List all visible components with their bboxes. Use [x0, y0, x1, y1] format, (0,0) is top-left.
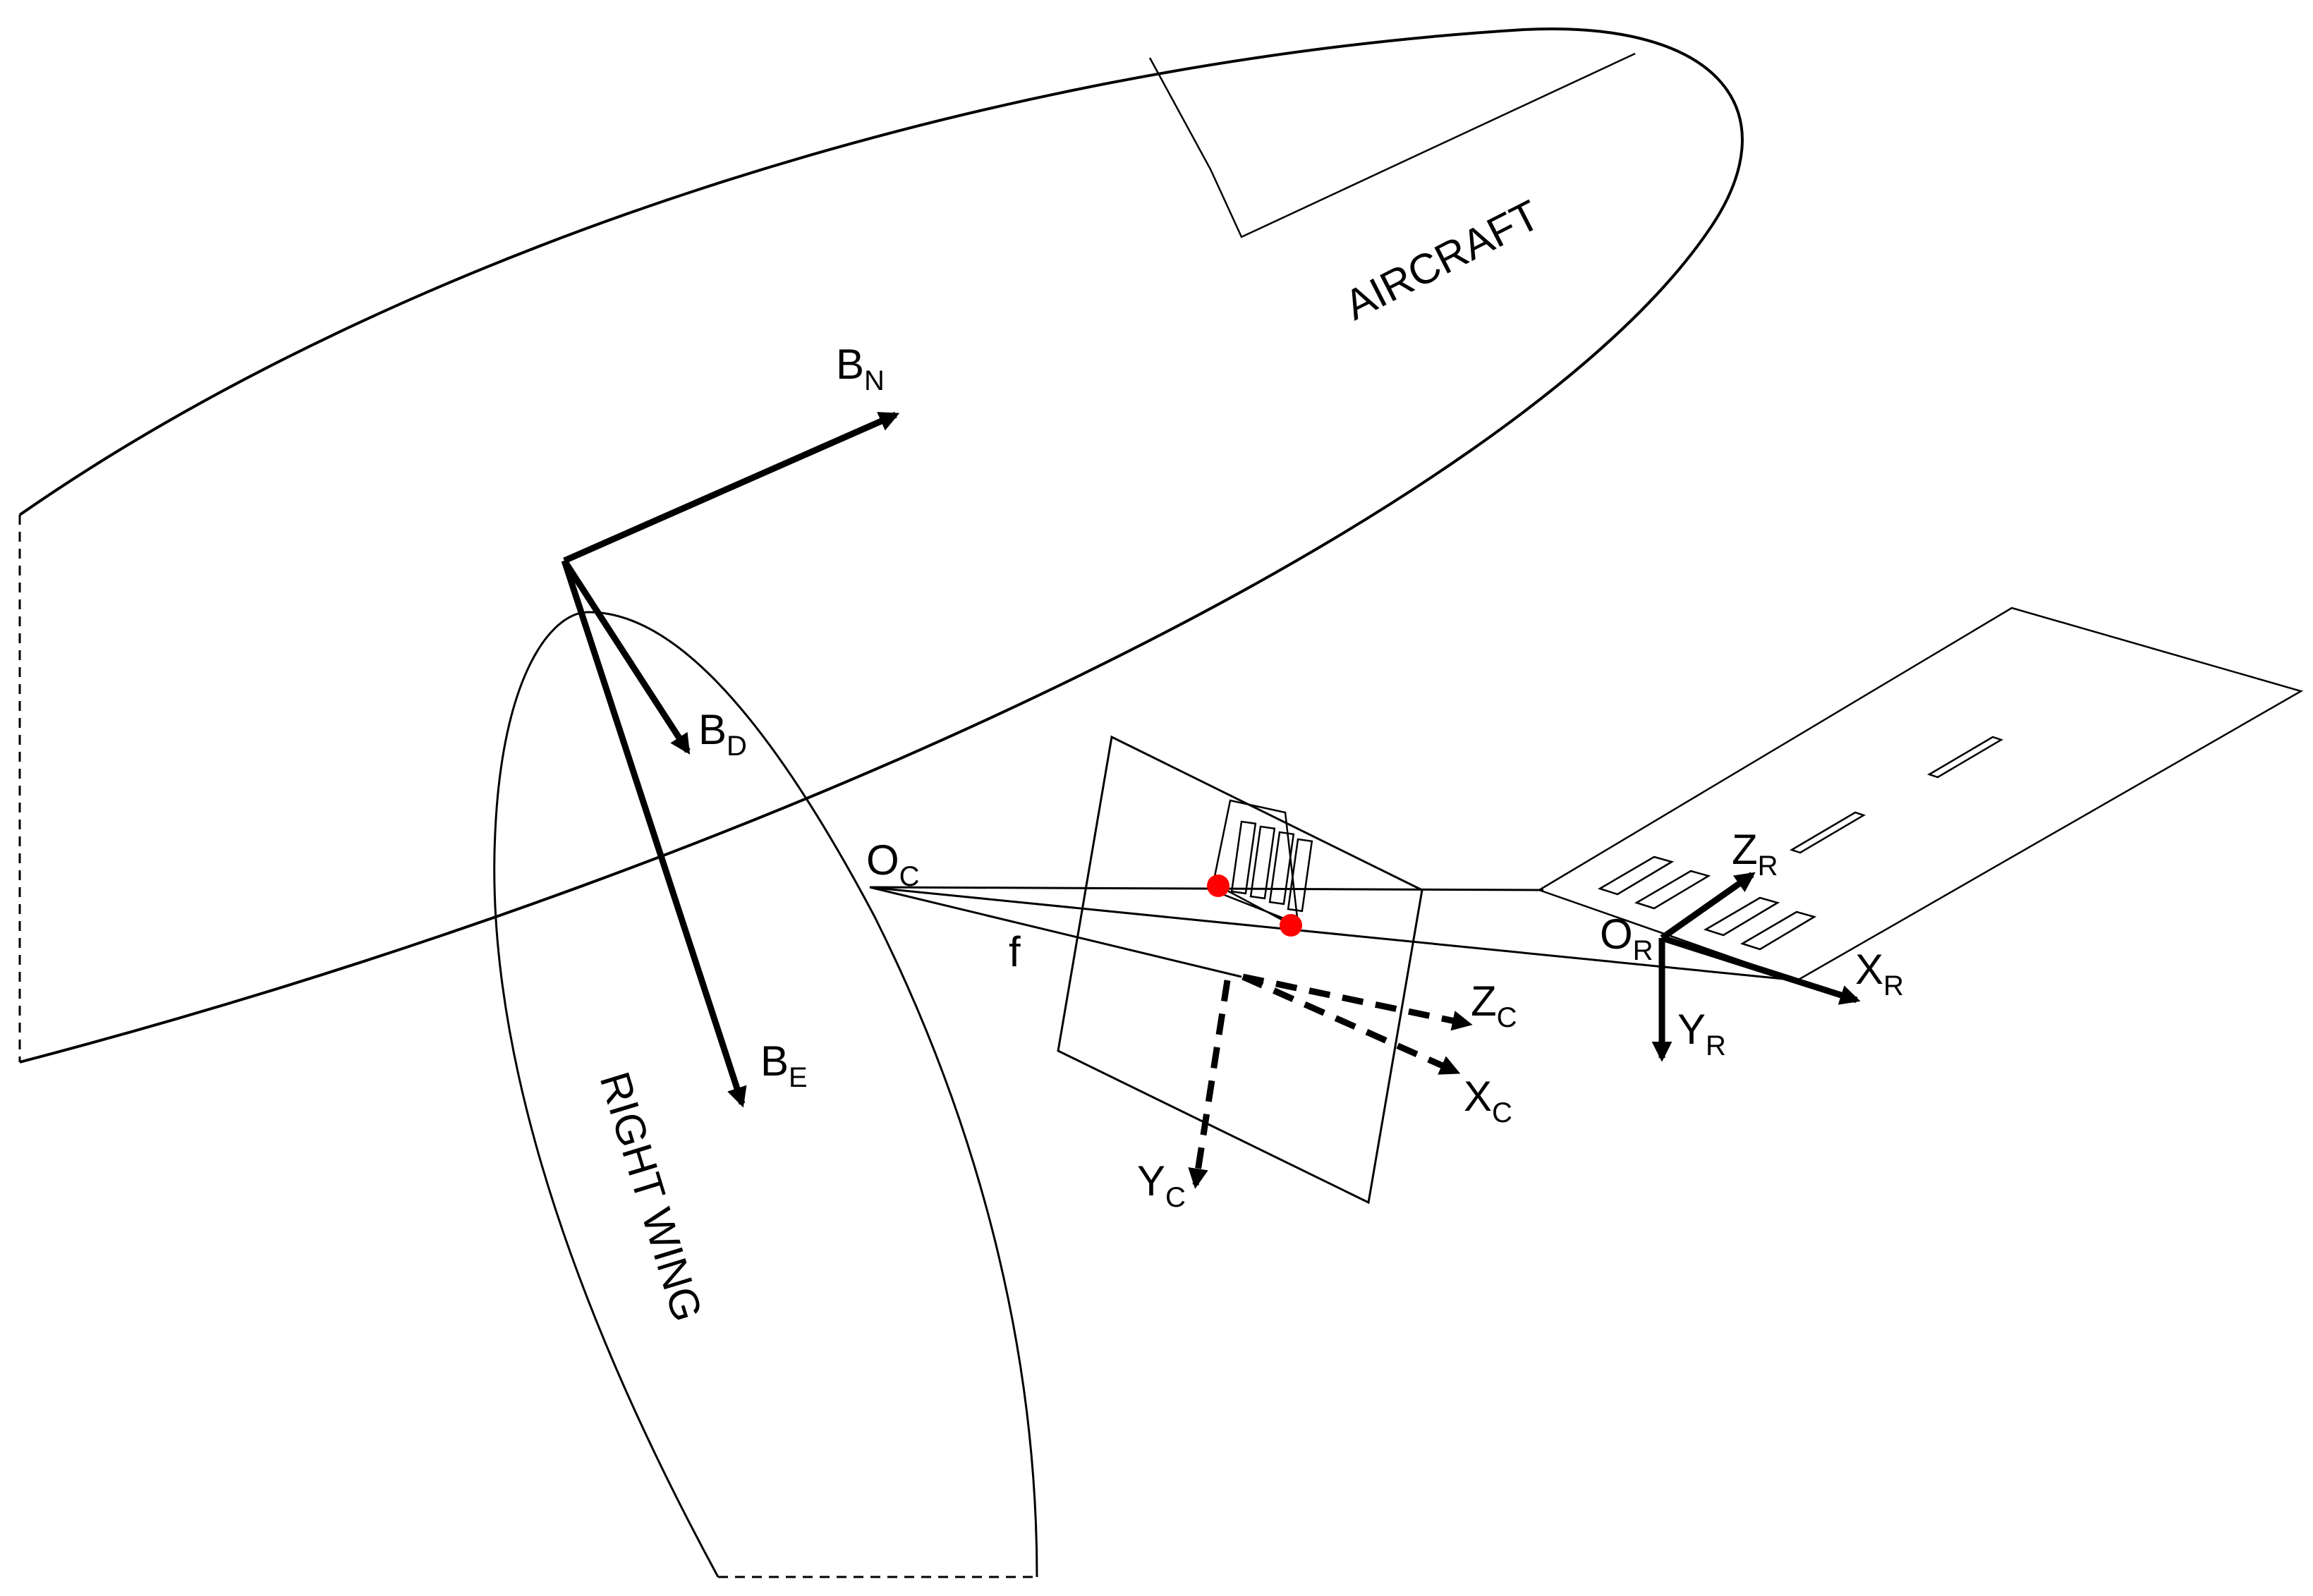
body-n-label: BN [836, 341, 885, 396]
runway-y-label: YR [1677, 1006, 1726, 1061]
body-axis-n [563, 411, 900, 564]
runway-threshold-markings [1597, 855, 1817, 951]
camera-axis-y [1188, 980, 1231, 1189]
body-e-label: BE [760, 1037, 808, 1093]
ray-lower [869, 886, 1798, 982]
camera-x-label: XC [1464, 1073, 1512, 1128]
aircraft-label: AIRCRAFT [1337, 191, 1547, 329]
wing-outline [493, 611, 1038, 1578]
right-wing-label: RIGHT WING [591, 1066, 712, 1327]
ray-upper [869, 886, 1544, 891]
runway [1537, 607, 2304, 982]
projected-runway [1210, 799, 1313, 925]
projection-rays [869, 884, 1798, 982]
image-plane [1057, 735, 1423, 1205]
camera-origin-label: OC [866, 836, 920, 892]
runway-axis-x [1661, 934, 1861, 1005]
focal-length-label: f [1009, 928, 1021, 975]
camera-y-label: YC [1137, 1157, 1186, 1213]
runway-axis-z [1660, 872, 1756, 941]
runway-outline [1537, 607, 2304, 982]
projected-point-upper [1207, 875, 1230, 897]
fuselage-outline [18, 28, 1744, 1064]
runway-centerline [1789, 736, 2004, 854]
runway-frame: OR ZR XR YR [1600, 826, 1904, 1062]
body-axis-e [561, 559, 747, 1108]
projected-point-lower [1280, 914, 1302, 937]
body-d-label: BD [698, 706, 747, 762]
body-frame: BN BD BE [561, 341, 900, 1108]
focal-axis-line [869, 886, 1242, 978]
runway-origin-label: OR [1600, 910, 1653, 966]
cockpit-window [1148, 52, 1636, 238]
camera-frame: OC f ZC XC YC [866, 836, 1517, 1213]
projected-point-link [1218, 884, 1293, 927]
camera-z-label: ZC [1471, 977, 1517, 1033]
image-plane-outline [1057, 735, 1423, 1205]
runway-x-label: XR [1855, 946, 1904, 1001]
right-wing: RIGHT WING [493, 611, 1038, 1578]
body-axis-d [561, 559, 691, 755]
camera-axis-x [1242, 973, 1461, 1076]
runway-z-label: ZR [1732, 826, 1778, 882]
aircraft-fuselage: AIRCRAFT [18, 28, 1744, 1064]
camera-axis-z [1242, 973, 1473, 1031]
